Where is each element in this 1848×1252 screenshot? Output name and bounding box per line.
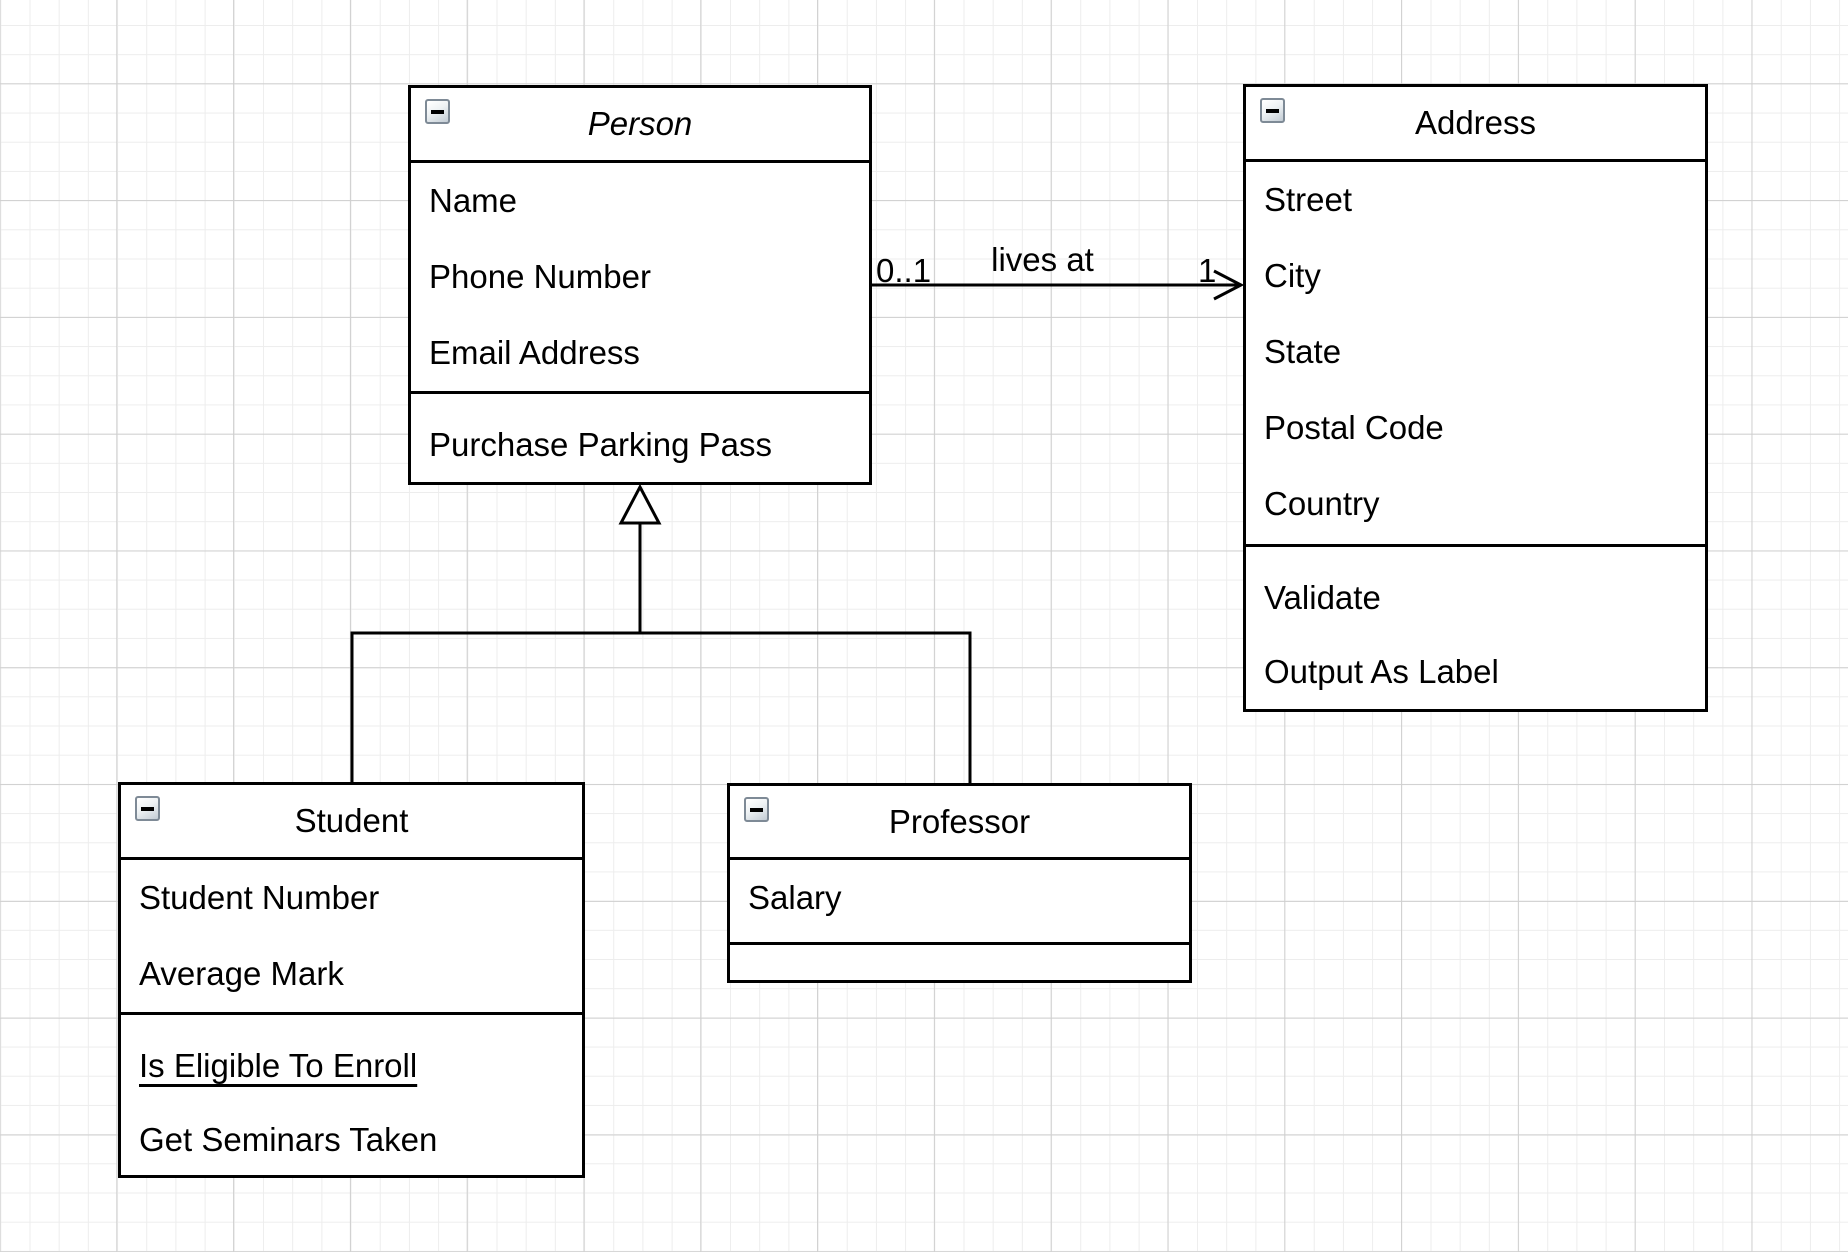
method-row: Purchase Parking Pass [429, 426, 773, 463]
attribute-row: Postal Code [1264, 409, 1444, 446]
class-student[interactable]: Student Student Number Average Mark Is E… [118, 782, 585, 1178]
class-person[interactable]: Person Name Phone Number Email Address P… [408, 85, 872, 485]
methods-compartment-empty [730, 945, 1189, 980]
attribute-row: State [1264, 333, 1342, 370]
attributes-compartment: Salary [730, 860, 1189, 945]
association-source-multiplicity: 0..1 [876, 252, 932, 289]
class-address[interactable]: Address Street City State Postal Code Co… [1243, 84, 1708, 712]
class-title: Address [1414, 104, 1537, 141]
attribute-row: Student Number [139, 879, 380, 916]
attribute-row: City [1264, 257, 1321, 294]
class-person-header: Person [411, 88, 869, 163]
attribute-row: Email Address [429, 334, 640, 371]
collapse-minus-icon[interactable] [425, 99, 450, 124]
method-row: Output As Label [1264, 653, 1499, 690]
class-title: Professor [888, 802, 1031, 840]
class-professor[interactable]: Professor Salary [727, 783, 1192, 983]
methods-compartment: Purchase Parking Pass [411, 394, 869, 482]
generalization-connector[interactable] [350, 631, 972, 784]
method-row: Get Seminars Taken [139, 1121, 438, 1158]
collapse-minus-icon[interactable] [744, 797, 769, 822]
class-title: Student [294, 802, 409, 839]
methods-compartment: Validate Output As Label [1246, 547, 1705, 709]
association-label: lives at [991, 241, 1094, 278]
class-student-header: Student [121, 785, 582, 860]
attribute-row: Name [429, 182, 518, 219]
collapse-minus-icon[interactable] [135, 796, 160, 821]
association-target-multiplicity: 1 [1198, 252, 1217, 289]
attribute-row: Average Mark [139, 955, 344, 992]
attribute-row: Country [1264, 485, 1380, 522]
class-professor-header: Professor [730, 786, 1189, 860]
attribute-row: Street [1264, 181, 1353, 218]
method-row: Validate [1264, 579, 1381, 616]
open-arrowhead-icon [1213, 269, 1245, 301]
class-address-header: Address [1246, 87, 1705, 162]
hollow-triangle-icon [618, 483, 662, 525]
methods-compartment: Is Eligible To Enroll Get Seminars Taken [121, 1015, 582, 1177]
attributes-compartment: Street City State Postal Code Country [1246, 162, 1705, 547]
attribute-row: Phone Number [429, 258, 651, 295]
method-row-static: Is Eligible To Enroll [139, 1047, 418, 1084]
attribute-row: Salary [748, 879, 842, 916]
attributes-compartment: Name Phone Number Email Address [411, 163, 869, 394]
attributes-compartment: Student Number Average Mark [121, 860, 582, 1015]
class-title: Person [587, 105, 693, 142]
collapse-minus-icon[interactable] [1260, 98, 1285, 123]
